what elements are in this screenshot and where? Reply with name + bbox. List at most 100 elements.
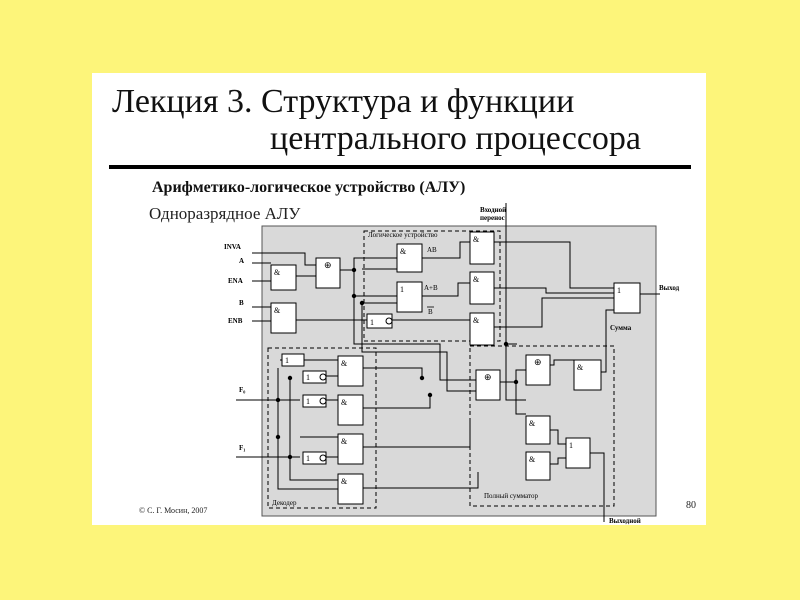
carry-in-label-2: перенос	[480, 214, 505, 222]
gate-not-decoder-2: 1	[302, 370, 327, 384]
gate-not-decoder-3: 1	[302, 394, 327, 408]
gate-body	[525, 451, 551, 481]
gate-body	[475, 369, 501, 401]
gate-symbol: &	[400, 247, 407, 256]
gate-body	[337, 433, 364, 465]
wire	[353, 296, 476, 381]
gate-symbol: &	[473, 316, 480, 325]
decoder-label: Декодер	[272, 499, 297, 507]
gate-symbol: ⊕	[534, 357, 542, 367]
gate-symbol: &	[473, 235, 480, 244]
gate-body	[337, 473, 364, 505]
gate-symbol: &	[529, 455, 536, 464]
wire	[590, 452, 605, 522]
gate-body	[525, 415, 551, 445]
wire	[500, 381, 526, 415]
gate-symbol: &	[341, 437, 348, 446]
wire-junctions	[275, 267, 519, 460]
gate-symbol: 1	[569, 441, 573, 450]
gate-body	[337, 394, 364, 426]
gate-not-b: 1	[366, 313, 393, 329]
gate-and-decoder-4: &	[337, 473, 364, 505]
gate-body	[573, 359, 602, 391]
gate-symbol: &	[274, 268, 281, 277]
wire	[363, 367, 423, 378]
gate-and-ab: &	[396, 243, 423, 273]
carry-in-label-1: Входной	[480, 206, 506, 214]
gate-body	[396, 243, 423, 273]
title-divider	[109, 165, 691, 169]
junction-dot	[351, 293, 357, 299]
gate-symbol: &	[341, 477, 348, 486]
gate-body	[270, 302, 297, 334]
gate-or-a-b: 1	[396, 281, 423, 313]
page-number: 80	[686, 500, 696, 511]
full-adder-label: Полный сумматор	[484, 492, 539, 500]
gate-body	[281, 353, 305, 367]
gate-not-decoder-4: 1	[302, 451, 327, 465]
junction-dot	[351, 267, 357, 273]
gate-symbol: &	[577, 363, 584, 372]
gate-symbol: &	[473, 275, 480, 284]
junction-dot	[419, 375, 425, 381]
gate-and-ena: &	[270, 264, 297, 291]
gate-symbol: &	[341, 398, 348, 407]
gate-symbol: 1	[400, 285, 404, 294]
gate-and-logic-3: &	[469, 312, 495, 346]
slide-title-line2: центрального процессора	[270, 120, 642, 157]
gate-and-decoder-3: &	[337, 433, 364, 465]
wire	[363, 420, 471, 448]
diagram-caption: Одноразрядное АЛУ	[149, 204, 301, 223]
gate-body	[337, 355, 364, 387]
inverter-bubble	[319, 397, 327, 405]
gate-body	[396, 281, 423, 313]
signal-labels: INVA A ENA B ENB F₀ F₁ Входной перенос Л…	[224, 206, 680, 525]
input-label-b: B	[239, 299, 244, 307]
input-label-f0: F₀	[239, 386, 245, 394]
gate-and-decoder-1: &	[337, 355, 364, 387]
gate-symbol: 1	[617, 286, 621, 295]
input-label-f1: F₁	[239, 444, 245, 452]
wire	[363, 472, 479, 489]
gate-symbol: &	[341, 359, 348, 368]
gate-symbol: 1	[306, 373, 310, 382]
junction-dot	[275, 434, 281, 440]
output-label: Выход	[659, 284, 680, 292]
wire	[340, 257, 397, 271]
gate-symbol: 1	[306, 454, 310, 463]
input-label-inva: INVA	[224, 243, 241, 251]
copyright-footer: © С. Г. Мосин, 2007	[139, 506, 208, 515]
slide-title-line1: Лекция 3. Структура и функции	[112, 83, 575, 120]
gate-body	[270, 264, 297, 291]
gate-xor-adder-1: ⊕	[475, 369, 501, 401]
gate-body	[469, 271, 495, 305]
junction-dot	[287, 454, 293, 460]
signal-label-not-b: B	[428, 308, 433, 316]
sum-label: Сумма	[610, 324, 632, 332]
junction-dot	[503, 341, 509, 347]
gate-symbol: ⊕	[484, 372, 492, 382]
gate-body	[469, 231, 495, 265]
wire	[494, 287, 614, 294]
gate-and-carry-1: &	[525, 415, 551, 445]
inverter-bubble	[319, 373, 327, 381]
decoder-block	[267, 347, 377, 509]
gate-and-sum: &	[573, 359, 602, 391]
input-label-enb: ENB	[228, 317, 243, 325]
gate-symbol: &	[274, 306, 281, 315]
gate-symbol: &	[529, 419, 536, 428]
gate-and-carry-2: &	[525, 451, 551, 481]
junction-dot	[287, 375, 293, 381]
gate-symbol: ⊕	[324, 260, 332, 270]
wire	[252, 252, 316, 266]
logic-gates: & & ⊕ & 1 1 & & & 1 1 1 1 1 & & & & ⊕ ⊕ & & & 1	[270, 231, 641, 505]
carry-out-label: Выходной	[609, 517, 641, 525]
logic-unit-block	[363, 230, 501, 342]
gate-xor-adder-2: ⊕	[525, 354, 551, 386]
gate-symbol: 1	[285, 356, 289, 365]
gate-symbol: 1	[370, 318, 374, 327]
wire	[550, 429, 566, 445]
wire	[289, 378, 338, 481]
